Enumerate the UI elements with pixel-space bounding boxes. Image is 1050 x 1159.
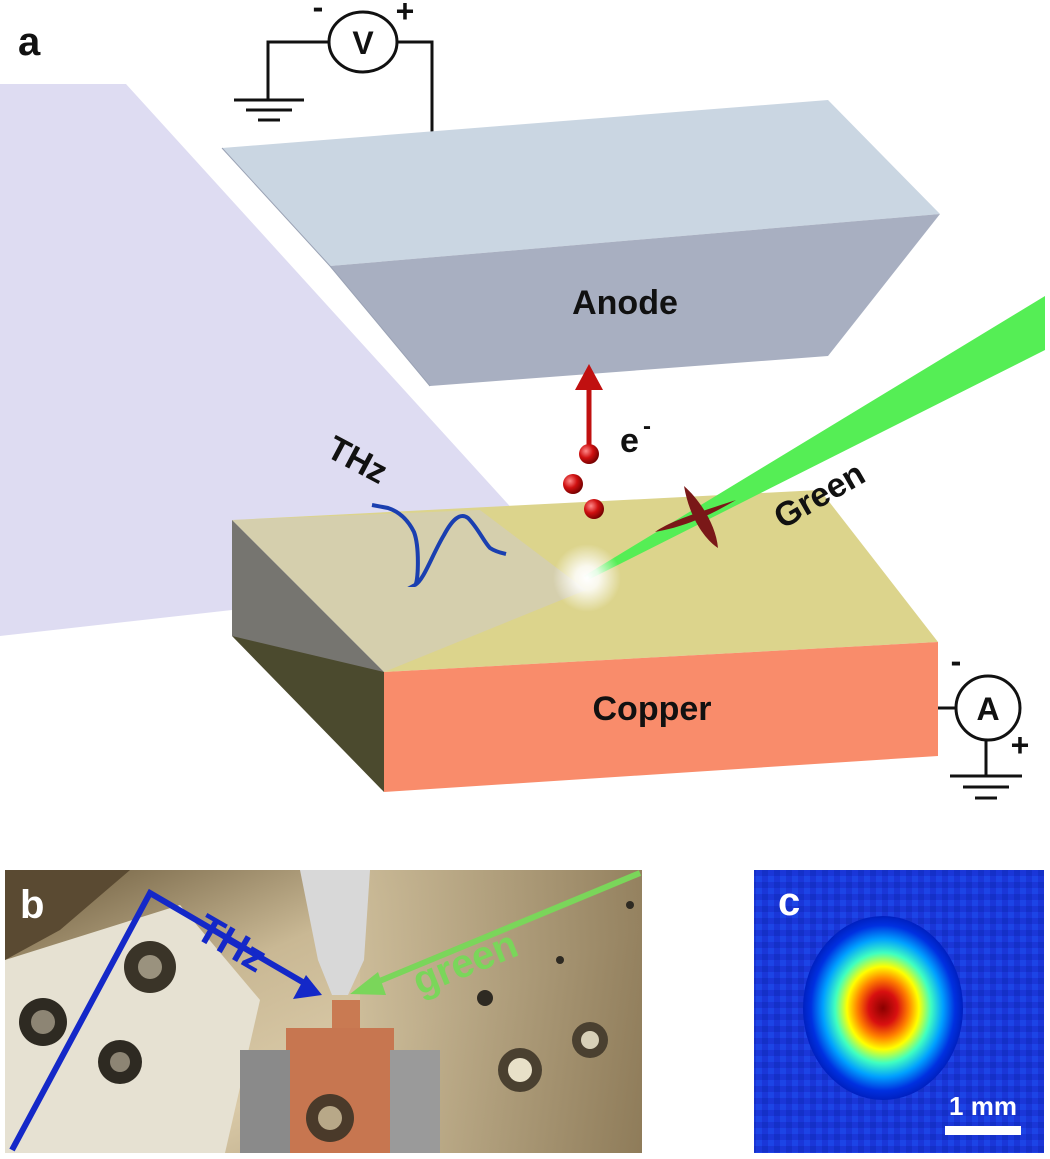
thz-beam [0,84,586,636]
scale-bar [945,1126,1021,1135]
electron-label: e [620,422,639,460]
ammeter-icon [954,674,1022,742]
anode-label: Anode [572,284,678,322]
voltmeter-symbol: V [352,25,374,61]
green-arrow [350,870,642,995]
electron-emission [563,364,604,519]
voltmeter-minus: - [313,0,324,25]
panel-a-letter: a [18,20,41,64]
photo-copper-target [332,1000,360,1030]
scale-bar-label: 1 mm [949,1091,1017,1121]
laser-pulse-icon [655,486,736,548]
ammeter-circuit [938,706,1022,800]
ammeter-symbol: A [976,691,999,727]
beam-spot [803,916,963,1100]
voltmeter-icon [327,10,399,74]
copper-label: Copper [593,690,712,728]
anode-block [221,100,940,387]
panel-a: a V - + Anode Copper [0,0,1045,800]
photo-mount-block [5,905,260,1153]
ammeter-minus: - [951,643,962,679]
panel-b: THz green b [5,870,642,1153]
panel-c-letter: c [778,880,800,924]
voltmeter-plus: + [396,0,415,29]
ammeter-plus: + [1011,727,1030,763]
emission-spot [553,544,621,612]
photo-anode-probe [300,870,370,995]
thz-arrow [9,888,322,1152]
panel-b-letter: b [20,883,44,927]
photo-screw-holes [19,901,634,1092]
electron-charge: - [643,413,651,440]
panel-c: c 1 mm [754,870,1044,1153]
thz-waveform-icon [371,503,507,587]
